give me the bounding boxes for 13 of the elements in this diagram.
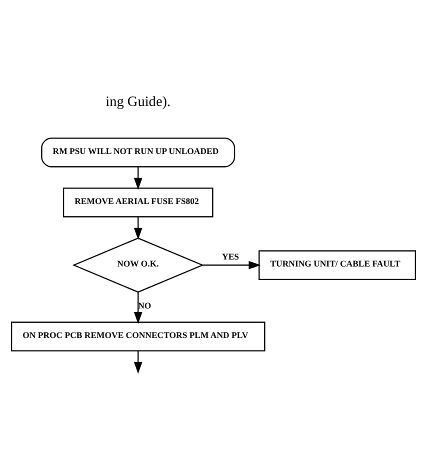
- arrow: [134, 166, 142, 190]
- node-box: TURNING UNIT/ CABLE FAULT: [258, 250, 416, 280]
- arrow: [202, 260, 261, 270]
- arrow: [134, 292, 142, 324]
- label: ing Guide).: [106, 94, 171, 110]
- node-diamond: NOW O.K.: [72, 238, 204, 293]
- node-box: REMOVE AERIAL FUSE FS802: [62, 188, 214, 218]
- arrow: [134, 216, 142, 240]
- edge-label: YES: [222, 251, 239, 262]
- edge-label: NO: [138, 300, 152, 311]
- node-box: RM PSU WILL NOT RUN UP UNLOADED: [41, 138, 236, 168]
- arrow: [134, 350, 142, 374]
- node-box: ON PROC PCB REMOVE CONNECTORS PLM AND PLV: [10, 322, 266, 352]
